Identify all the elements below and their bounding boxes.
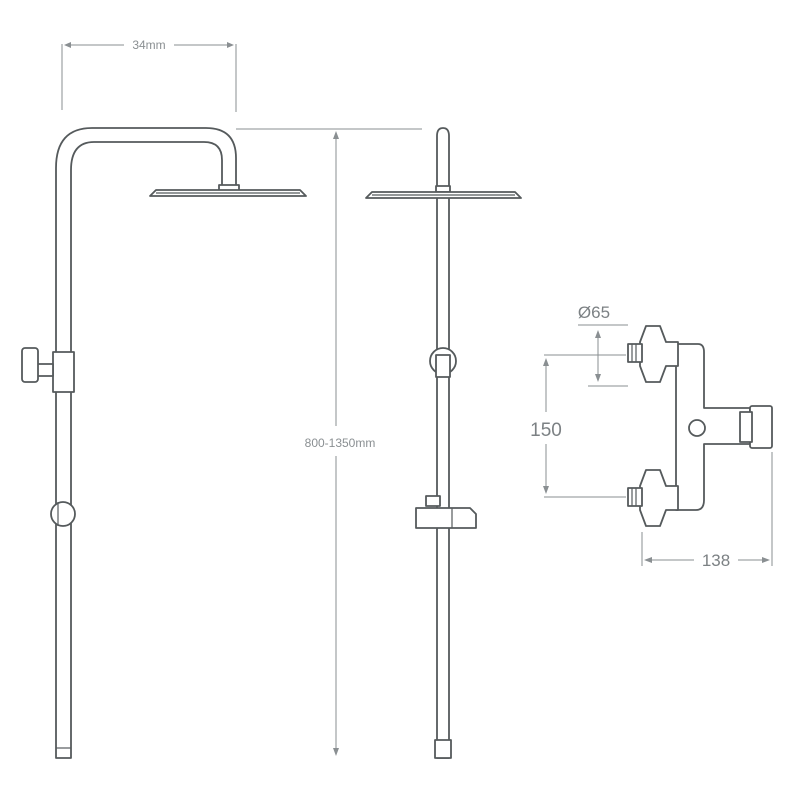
dimension-head-arm: 34mm — [61, 38, 237, 112]
side-slider-clip — [425, 495, 441, 507]
dim-arm-arrow-left — [64, 42, 71, 48]
front-diverter-body — [52, 351, 75, 393]
dim-diameter-label: Ø65 — [578, 303, 610, 322]
side-riser-pipe — [436, 127, 450, 759]
dim-height-label: 800-1350mm — [305, 436, 376, 450]
dim-arm-arrow-right — [227, 42, 234, 48]
dim-depth-label: 138 — [702, 551, 730, 570]
dim-height-arrow-bottom — [333, 748, 339, 756]
valve-body — [675, 343, 751, 511]
dimension-inlet-diameter: Ø65 — [578, 303, 628, 387]
valve-handle-collar — [739, 411, 753, 443]
dim-diameter-arrow-top — [595, 330, 601, 338]
front-diverter-knob — [21, 347, 39, 383]
front-riser-pipe — [55, 127, 237, 759]
mixer-valve-view — [627, 325, 773, 527]
dim-height-arrow-top — [333, 131, 339, 139]
dim-spacing-arrow-top — [543, 358, 549, 366]
dim-diameter-arrow-bottom — [595, 374, 601, 382]
valve-handle — [749, 405, 773, 449]
dimension-inlet-spacing: 150 — [530, 354, 626, 498]
valve-bottom-flange — [639, 469, 679, 527]
front-slider-holder — [50, 501, 76, 527]
valve-top-thread — [627, 343, 643, 363]
valve-bottom-thread — [627, 487, 643, 507]
dimension-valve-depth: 138 — [641, 452, 773, 570]
dimension-total-height: 800-1350mm — [236, 128, 422, 756]
side-diverter-collar — [435, 354, 451, 378]
valve-top-flange — [639, 325, 679, 383]
dim-depth-arrow-left — [644, 557, 652, 563]
valve-center-hole — [688, 419, 706, 437]
side-pipe-end-cap — [434, 739, 452, 759]
dim-arm-label: 34mm — [132, 38, 165, 52]
shower-front-view — [21, 127, 307, 759]
shower-side-view — [365, 127, 522, 759]
dim-spacing-label: 150 — [530, 420, 562, 441]
side-slider-holder — [415, 507, 477, 529]
dim-depth-arrow-right — [762, 557, 770, 563]
dim-spacing-arrow-bottom — [543, 486, 549, 494]
